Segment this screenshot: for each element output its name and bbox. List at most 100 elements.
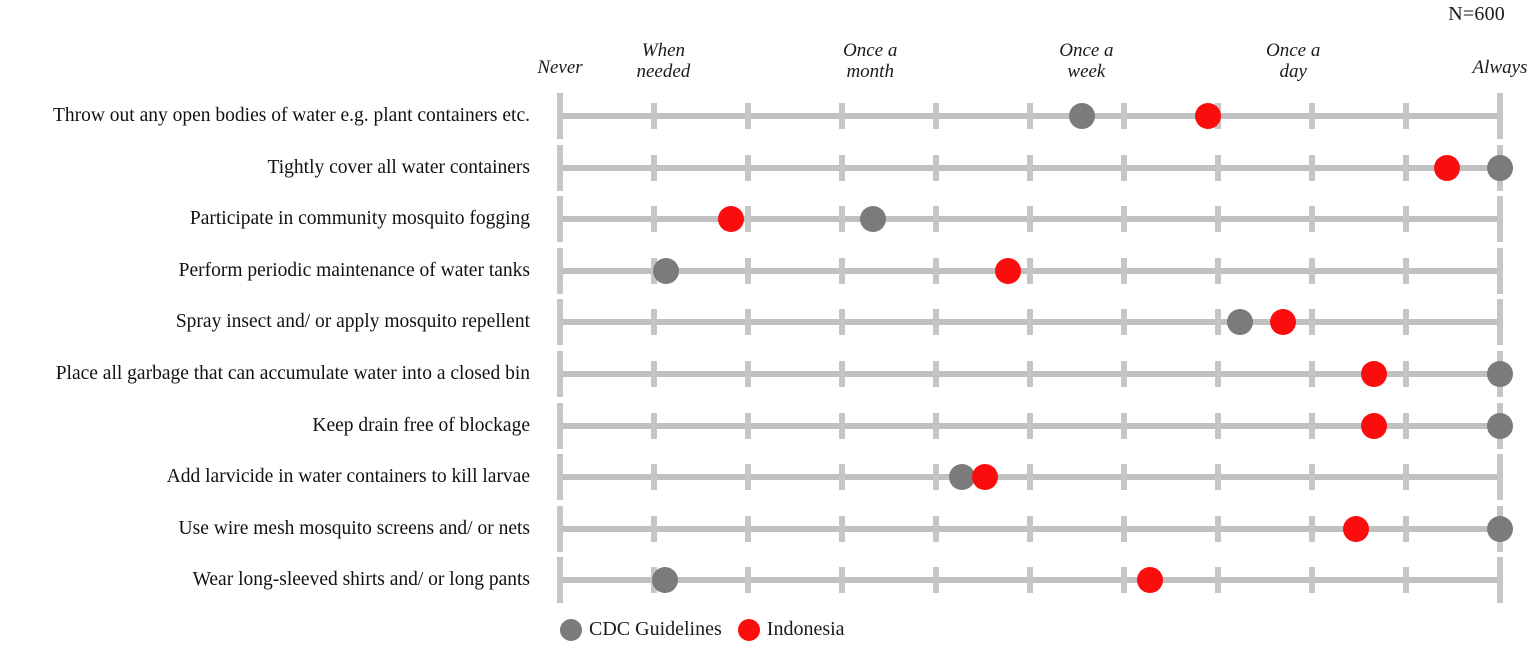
chart-legend: CDC Guidelines Indonesia: [560, 618, 845, 641]
axis-tick: [1215, 257, 1221, 284]
chart-row: Place all garbage that can accumulate wa…: [0, 348, 1535, 400]
axis-tick: [1027, 361, 1033, 387]
data-point-indonesia: [1194, 103, 1221, 129]
axis-tick: [839, 567, 845, 594]
axis-end-tick: [1497, 196, 1503, 243]
axis-tick: [1309, 361, 1315, 387]
axis-tick: [1215, 567, 1221, 594]
axis-tick: [933, 309, 939, 336]
axis-tick: [839, 361, 845, 387]
axis-tick: [1121, 154, 1127, 181]
axis-tick: [1121, 361, 1127, 387]
axis-tick: [1027, 206, 1033, 233]
axis-tick: [745, 412, 751, 439]
axis-tick: [651, 154, 657, 181]
axis-tick: [1027, 464, 1033, 491]
data-point-indonesia: [1361, 361, 1388, 387]
axis-tick: [1403, 309, 1409, 336]
axis-tick: [1403, 154, 1409, 181]
axis-tick: [1403, 206, 1409, 233]
axis-tick: [933, 515, 939, 542]
axis-tick: [745, 154, 751, 181]
data-point-indonesia: [995, 257, 1022, 284]
data-point-indonesia: [1269, 309, 1296, 336]
axis-tick: [651, 206, 657, 233]
axis-tick: [745, 206, 751, 233]
axis-end-tick: [557, 557, 563, 604]
axis-tick: [1215, 309, 1221, 336]
axis-end-tick: [557, 247, 563, 294]
axis-end-tick: [557, 454, 563, 501]
axis-tick: [839, 103, 845, 129]
axis-tick: [1121, 206, 1127, 233]
axis-tick: [1403, 515, 1409, 542]
data-point-indonesia: [718, 206, 745, 233]
axis-end-tick: [1497, 557, 1503, 604]
legend-item-cdc[interactable]: CDC Guidelines: [560, 618, 722, 641]
row-category-label: Add larvicide in water containers to kil…: [166, 466, 530, 488]
axis-tick: [745, 103, 751, 129]
x-axis-tick-label: Once a day: [1266, 40, 1321, 82]
row-category-label: Participate in community mosquito foggin…: [189, 208, 530, 230]
axis-tick: [1309, 515, 1315, 542]
axis-end-tick: [557, 299, 563, 346]
row-category-label: Wear long-sleeved shirts and/ or long pa…: [192, 569, 530, 591]
axis-tick: [933, 206, 939, 233]
chart-row: Participate in community mosquito foggin…: [0, 193, 1535, 245]
axis-tick: [933, 464, 939, 491]
row-category-label: Keep drain free of blockage: [312, 414, 530, 436]
axis-tick: [1121, 464, 1127, 491]
axis-end-tick: [1497, 93, 1503, 139]
axis-tick: [745, 257, 751, 284]
axis-tick: [839, 257, 845, 284]
axis-tick: [1403, 257, 1409, 284]
data-point-indonesia: [1137, 567, 1164, 594]
axis-tick: [1403, 567, 1409, 594]
axis-tick: [1403, 464, 1409, 491]
axis-tick: [1215, 154, 1221, 181]
row-category-label: Tightly cover all water containers: [267, 156, 530, 178]
axis-tick: [1403, 361, 1409, 387]
axis-tick: [1215, 361, 1221, 387]
axis-tick: [745, 515, 751, 542]
data-point-indonesia: [1434, 154, 1461, 181]
axis-tick: [745, 309, 751, 336]
axis-tick: [839, 154, 845, 181]
data-point-cdc: [1487, 154, 1513, 181]
axis-tick: [1121, 412, 1127, 439]
axis-tick: [1121, 257, 1127, 284]
axis-tick: [1121, 309, 1127, 336]
axis-tick: [651, 515, 657, 542]
axis-tick: [1027, 257, 1033, 284]
axis-tick: [1027, 154, 1033, 181]
data-point-cdc: [653, 257, 680, 284]
data-point-cdc: [1068, 103, 1095, 129]
axis-tick: [1309, 103, 1315, 129]
axis-tick: [1027, 567, 1033, 594]
axis-tick: [651, 103, 657, 129]
axis-tick: [1027, 309, 1033, 336]
axis-tick: [1027, 412, 1033, 439]
legend-label: CDC Guidelines: [589, 618, 722, 640]
axis-end-tick: [557, 144, 563, 191]
legend-label: Indonesia: [766, 618, 845, 640]
chart-row: Add larvicide in water containers to kil…: [0, 451, 1535, 503]
row-category-label: Perform periodic maintenance of water ta…: [178, 259, 530, 281]
data-point-indonesia: [1361, 412, 1388, 439]
axis-tick: [1309, 464, 1315, 491]
axis-tick: [933, 154, 939, 181]
x-axis-tick-label: When needed: [636, 40, 691, 82]
row-category-label: Throw out any open bodies of water e.g. …: [52, 105, 530, 126]
axis-tick: [1215, 412, 1221, 439]
axis-tick: [1121, 567, 1127, 594]
axis-end-tick: [1497, 247, 1503, 294]
x-axis-tick-label: Never: [537, 57, 583, 78]
chart-row: Spray insect and/ or apply mosquito repe…: [0, 296, 1535, 348]
axis-end-tick: [557, 93, 563, 139]
chart-row: Use wire mesh mosquito screens and/ or n…: [0, 503, 1535, 555]
legend-item-idn[interactable]: Indonesia: [737, 618, 845, 641]
axis-tick: [933, 103, 939, 129]
legend-swatch-cdc-icon: [560, 618, 582, 641]
axis-tick: [1121, 515, 1127, 542]
